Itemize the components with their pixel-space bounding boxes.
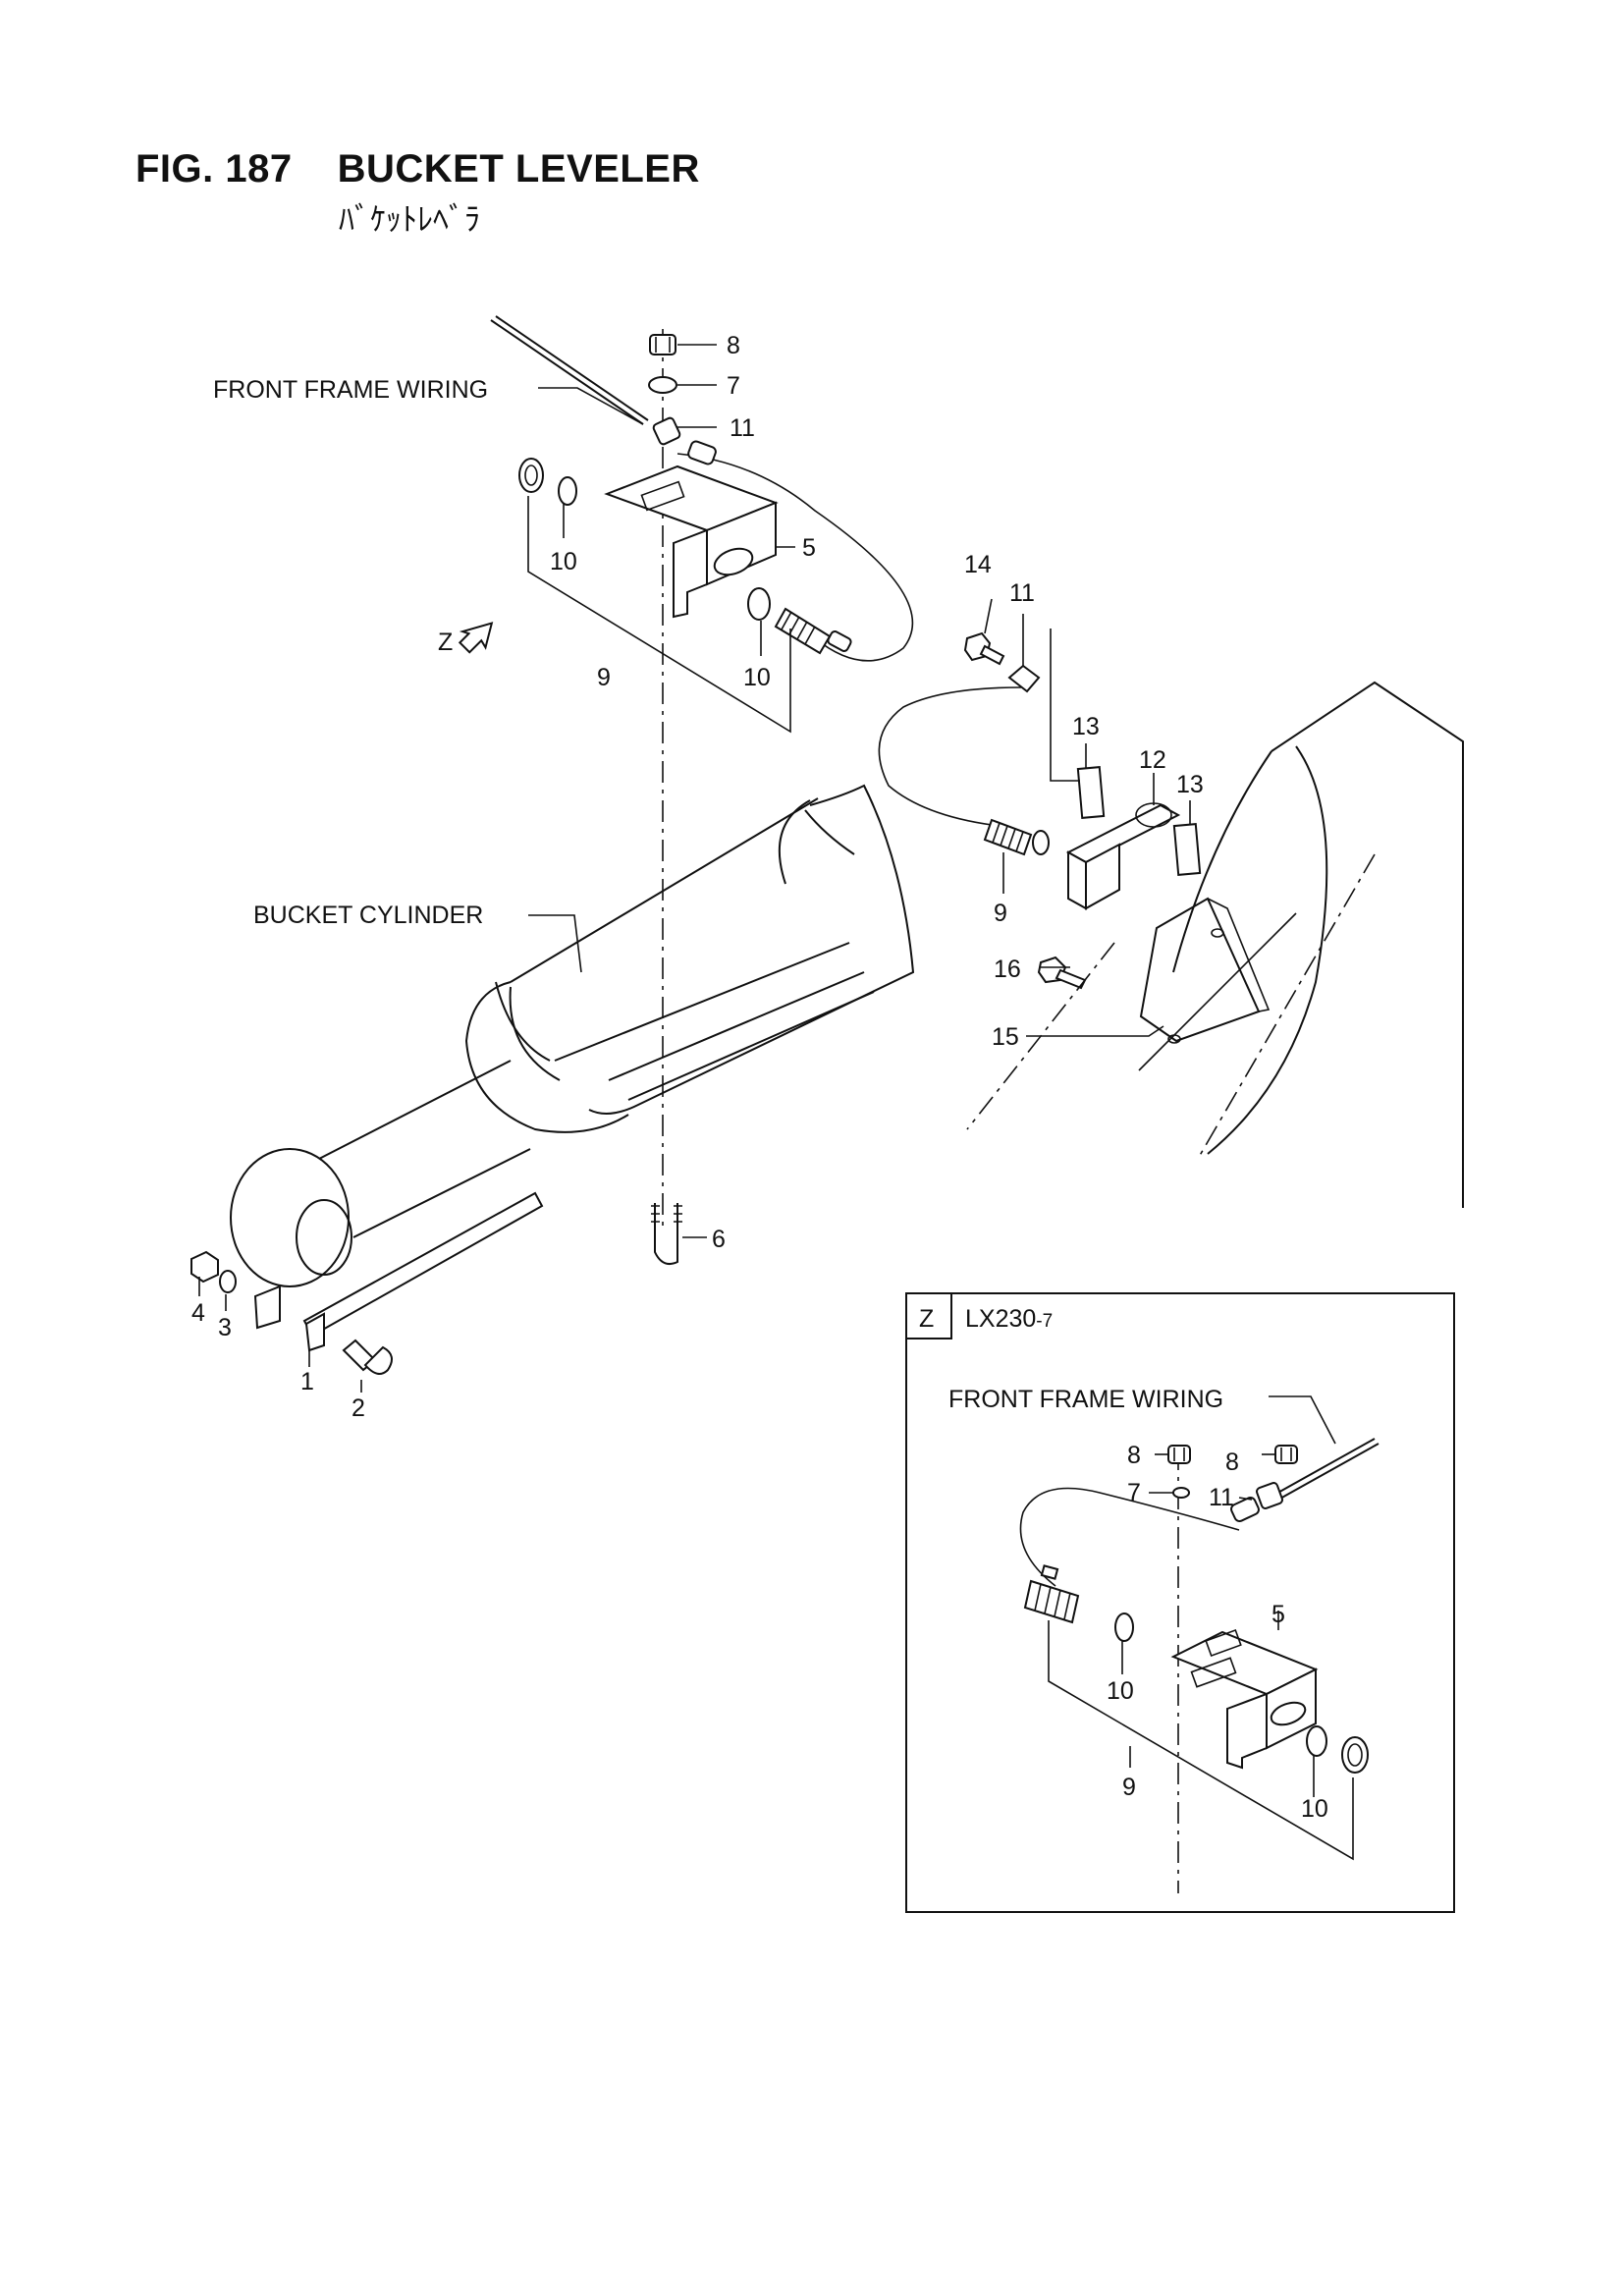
washer-3 <box>219 1270 237 1293</box>
detail-frame <box>905 1292 1455 1913</box>
label-part-1: 1 <box>300 1368 314 1395</box>
label-part-11: 11 <box>730 414 755 442</box>
detail-label-part-7: 7 <box>1127 1479 1141 1506</box>
detail-wiring-harness <box>1273 1438 1376 1496</box>
label-part-10-lower: 10 <box>743 664 771 691</box>
nut-8 <box>649 334 676 355</box>
main-view: 8 7 11 FRONT FRAME WIRING 5 10 10 9 Z 14… <box>190 315 1464 1422</box>
nut-4 <box>190 1250 219 1284</box>
sensor-cable-2 <box>878 686 1022 826</box>
o-ring-10-lower <box>747 587 771 621</box>
bracket-5 <box>604 465 779 619</box>
label-part-16: 16 <box>994 956 1021 983</box>
label-part-13-left: 13 <box>1072 713 1100 740</box>
sensor-cable <box>676 453 914 662</box>
detail-leader-lines <box>1121 1395 1336 1797</box>
detail-label-front-frame-wiring: FRONT FRAME WIRING <box>948 1386 1223 1413</box>
o-ring-10-upper <box>518 458 544 493</box>
figure-title: FIG. 187 BUCKET LEVELER <box>135 147 700 191</box>
detail-label-part-8-right: 8 <box>1225 1449 1239 1476</box>
bolt-14 <box>963 631 1005 666</box>
detail-nut-8-right <box>1274 1445 1298 1464</box>
washer-7 <box>648 376 677 394</box>
label-part-6: 6 <box>712 1226 726 1253</box>
label-part-8: 8 <box>727 332 740 359</box>
detail-nut-8-left <box>1167 1445 1191 1464</box>
detail-sensor-cable <box>1019 1487 1240 1587</box>
group-bracket-9 <box>527 496 791 734</box>
mounting-plate-15 <box>1139 897 1271 1044</box>
wiring-harness <box>490 319 644 425</box>
detail-label-part-5: 5 <box>1271 1601 1285 1628</box>
bolt-2 <box>342 1339 393 1375</box>
detail-washer-7 <box>1172 1487 1190 1499</box>
label-front-frame-wiring: FRONT FRAME WIRING <box>213 376 488 404</box>
bucket-cylinder <box>230 784 915 1287</box>
label-part-12: 12 <box>1139 746 1166 774</box>
detail-wiring-harness-edge <box>1277 1443 1380 1501</box>
label-part-15: 15 <box>992 1023 1019 1051</box>
detail-bracket-5 <box>1170 1628 1319 1770</box>
detail-label-part-9: 9 <box>1122 1774 1136 1801</box>
shim-13-left <box>1076 766 1106 819</box>
label-part-11-lower: 11 <box>1009 579 1035 607</box>
detail-proximity-sensor-9 <box>1023 1564 1080 1624</box>
detail-o-ring-10-left <box>1114 1613 1134 1642</box>
proximity-sensor-9-lower <box>983 818 1050 856</box>
detail-model: LX230-7 <box>965 1305 1053 1333</box>
leader-lines <box>198 344 1191 1393</box>
wiring-harness-edge <box>495 315 649 421</box>
detail-label-part-8-left: 8 <box>1127 1442 1141 1469</box>
label-part-5: 5 <box>802 534 816 562</box>
figure-name: BUCKET LEVELER <box>337 147 700 191</box>
label-part-9-lower: 9 <box>994 900 1007 927</box>
proximity-sensor-9 <box>774 607 852 655</box>
detail-label-part-10-right: 10 <box>1301 1795 1328 1823</box>
bolt-16 <box>1037 956 1087 990</box>
label-bucket-cylinder: BUCKET CYLINDER <box>253 902 483 929</box>
detail-model-suffix: -7 <box>1036 1311 1053 1332</box>
bracket-12 <box>1065 802 1181 910</box>
label-part-10-upper: 10 <box>550 548 577 575</box>
label-part-4: 4 <box>191 1299 205 1327</box>
label-part-14: 14 <box>964 551 992 578</box>
detail-tag-z: Z <box>919 1305 934 1333</box>
shim-13-right <box>1172 823 1202 876</box>
label-part-9-upper: 9 <box>597 664 611 691</box>
label-part-7: 7 <box>727 372 740 400</box>
figure-number: FIG. 187 <box>135 147 293 191</box>
detail-o-ring-10-right <box>1341 1736 1369 1774</box>
detail-view-z: Z LX230-7 <box>905 1292 1455 1913</box>
view-z-arrow-icon <box>458 622 494 654</box>
label-part-13-right: 13 <box>1176 771 1204 798</box>
detail-model-name: LX230 <box>965 1305 1036 1333</box>
detail-group-bracket-9 <box>1048 1620 1354 1861</box>
lever-plate-1 <box>253 1191 544 1352</box>
label-view-z: Z <box>438 629 453 656</box>
detail-tag-box <box>905 1292 952 1339</box>
o-ring-10 <box>558 476 577 506</box>
detail-label-part-10-left: 10 <box>1107 1677 1134 1705</box>
detail-label-part-11: 11 <box>1209 1484 1234 1511</box>
figure-subtitle-japanese: ﾊﾞｹｯﾄﾚﾍﾞﾗ <box>339 201 481 237</box>
detail-o-ring-10-middle <box>1306 1725 1327 1757</box>
detail-terminal-11 <box>1230 1482 1283 1523</box>
label-part-2: 2 <box>352 1394 365 1422</box>
label-part-3: 3 <box>218 1314 232 1341</box>
u-bolt-6 <box>651 1203 682 1265</box>
terminal-11 <box>652 416 717 465</box>
